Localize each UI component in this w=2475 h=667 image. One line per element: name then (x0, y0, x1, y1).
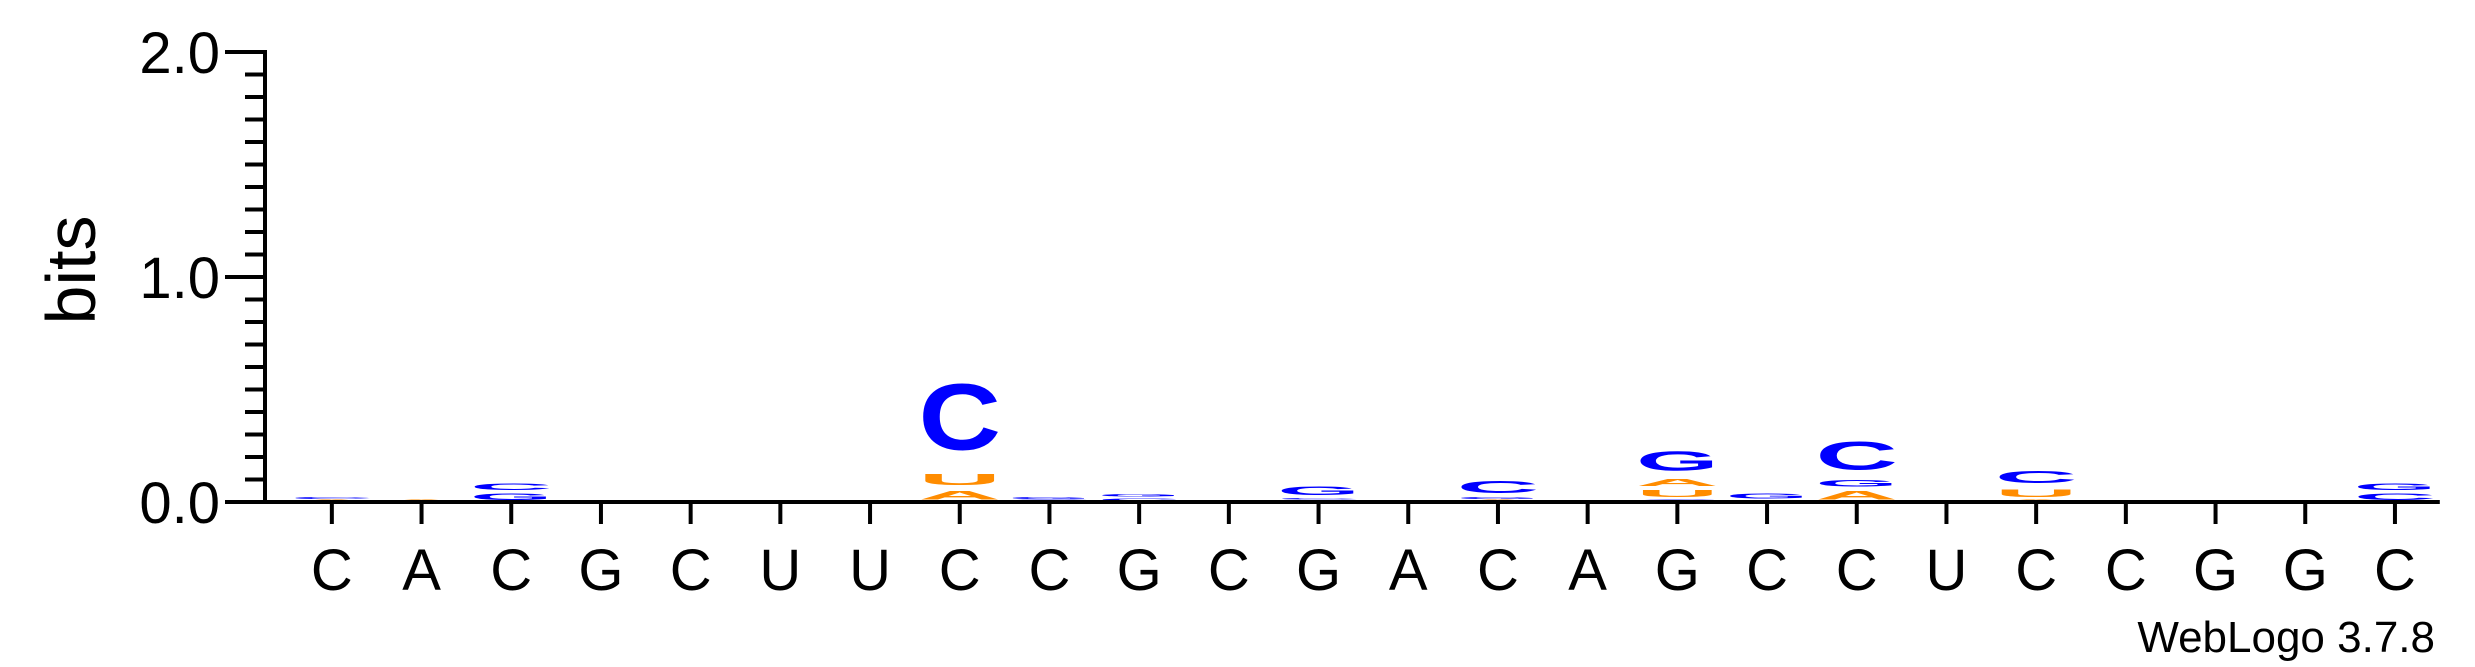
position-label: C (2374, 538, 2416, 603)
logo-letter-C: C (918, 365, 1001, 470)
logo-letter-G: G (2354, 482, 2436, 492)
position-label: C (1029, 538, 1071, 603)
position-label: C (490, 538, 532, 603)
logo-stacks: ACAGCCCAUCCGCGCACGAGCCUAGCGAGCAUCACCG (291, 365, 2437, 502)
y-tick-label: 0.0 (139, 471, 220, 536)
logo-letter-A: A (918, 489, 1001, 503)
position-label: C (2015, 538, 2057, 603)
logo-letter-C: C (1995, 468, 2078, 487)
position-label: C (939, 538, 981, 603)
position-label: U (1926, 538, 1968, 603)
position-label: U (759, 538, 801, 603)
logo-letter-G: G (1098, 493, 1180, 497)
logo-letter-C: C (470, 482, 553, 492)
position-label: C (1746, 538, 1788, 603)
y-tick-label: 1.0 (139, 246, 220, 311)
position-label: U (849, 538, 891, 603)
position-label: C (670, 538, 712, 603)
position-label: G (2193, 538, 2238, 603)
position-label: G (1655, 538, 1700, 603)
logo-letter-G: G (470, 492, 552, 502)
y-axis: 0.0 1.0 2.0 (139, 21, 267, 536)
position-label: C (311, 538, 353, 603)
position-label: G (578, 538, 623, 603)
logo-letter-C: C (1098, 498, 1181, 502)
logo-letter-U: U (1636, 488, 1719, 499)
logo-letter-C: C (291, 497, 374, 500)
position-label: A (1389, 538, 1428, 603)
logo-letter-C: C (1815, 433, 1898, 478)
position-label: C (1208, 538, 1250, 603)
logo-letter-G: G (1636, 446, 1718, 477)
logo-letter-G: G (1816, 478, 1898, 488)
weblogo-credit: WebLogo 3.7.8 (2137, 613, 2435, 662)
logo-letter-U: U (1995, 487, 2078, 499)
position-label: G (1296, 538, 1341, 603)
logo-letter-C: C (2354, 492, 2437, 502)
position-label: C (1836, 538, 1878, 603)
logo-letter-U: U (918, 471, 1001, 489)
logo-letter-G: G (1726, 492, 1809, 500)
logo-letter-A: A (1636, 477, 1719, 488)
position-label: A (402, 538, 441, 603)
logo-letter-G: G (1457, 497, 1540, 500)
y-axis-title: bits (32, 216, 110, 325)
position-label: A (1568, 538, 1607, 603)
y-tick-label: 2.0 (139, 21, 220, 86)
logo-letter-C: C (1277, 498, 1360, 500)
logo-letter-G: G (1277, 484, 1359, 497)
logo-letter-A: A (1815, 489, 1898, 503)
position-label: C (2105, 538, 2147, 603)
position-label: G (2283, 538, 2328, 603)
position-label: C (1477, 538, 1519, 603)
position-label: G (1117, 538, 1162, 603)
logo-letter-G: G (1008, 497, 1091, 500)
logo-letter-C: C (1457, 478, 1540, 497)
